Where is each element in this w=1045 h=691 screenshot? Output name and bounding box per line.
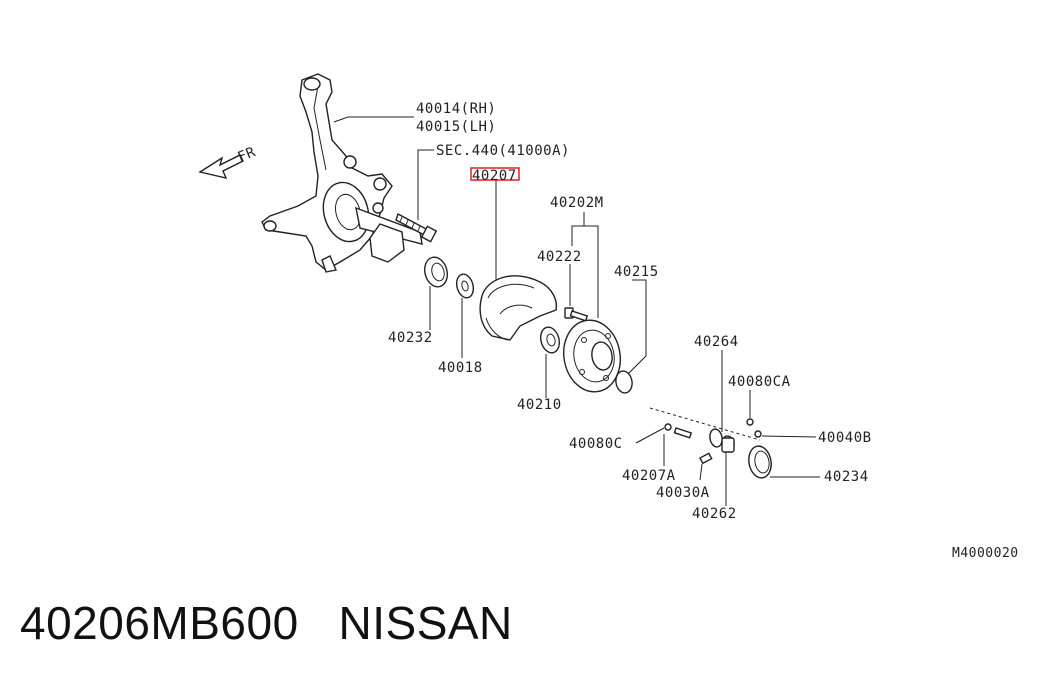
label-40207a[interactable]: 40207A	[622, 468, 676, 484]
locking-hub-parts	[649, 407, 772, 479]
grease-seal	[423, 256, 449, 288]
inner-bearing	[539, 326, 561, 354]
highlight-box	[470, 167, 520, 181]
brand-name: NISSAN	[338, 597, 513, 649]
hub-bolt	[564, 307, 589, 322]
wheel-hub	[563, 319, 633, 394]
label-40030a[interactable]: 40030A	[656, 485, 710, 501]
front-direction-arrow-icon	[198, 154, 244, 179]
label-40014-rh: 40014(RH)	[416, 101, 496, 117]
label-40015-lh: 40015(LH)	[416, 119, 496, 135]
steering-knuckle	[261, 73, 423, 273]
part-caption: 40206MB600 NISSAN	[20, 596, 513, 650]
label-40264[interactable]: 40264	[694, 334, 739, 350]
disc-back-plate	[479, 275, 558, 341]
figure-code: M4000020	[952, 546, 1019, 561]
label-40080c[interactable]: 40080C	[569, 436, 623, 452]
thrust-washer	[455, 273, 475, 299]
label-40040b[interactable]: 40040B	[818, 430, 872, 446]
leader-lines	[333, 116, 820, 506]
label-40207-highlighted[interactable]: 40207	[472, 168, 517, 184]
label-40018[interactable]: 40018	[438, 360, 483, 376]
label-40202m[interactable]: 40202M	[550, 195, 604, 211]
direction-label: FR	[236, 144, 259, 166]
label-40234[interactable]: 40234	[824, 469, 869, 485]
caliper-bolt	[395, 212, 438, 243]
label-40262[interactable]: 40262	[692, 506, 737, 522]
label-sec-440[interactable]: SEC.440(41000A)	[436, 143, 570, 159]
label-40222[interactable]: 40222	[537, 249, 582, 265]
label-40210[interactable]: 40210	[517, 397, 562, 413]
part-number: 40206MB600	[20, 597, 299, 649]
label-40232[interactable]: 40232	[388, 330, 433, 346]
label-40080ca[interactable]: 40080CA	[728, 374, 791, 390]
label-40215[interactable]: 40215	[614, 264, 659, 280]
